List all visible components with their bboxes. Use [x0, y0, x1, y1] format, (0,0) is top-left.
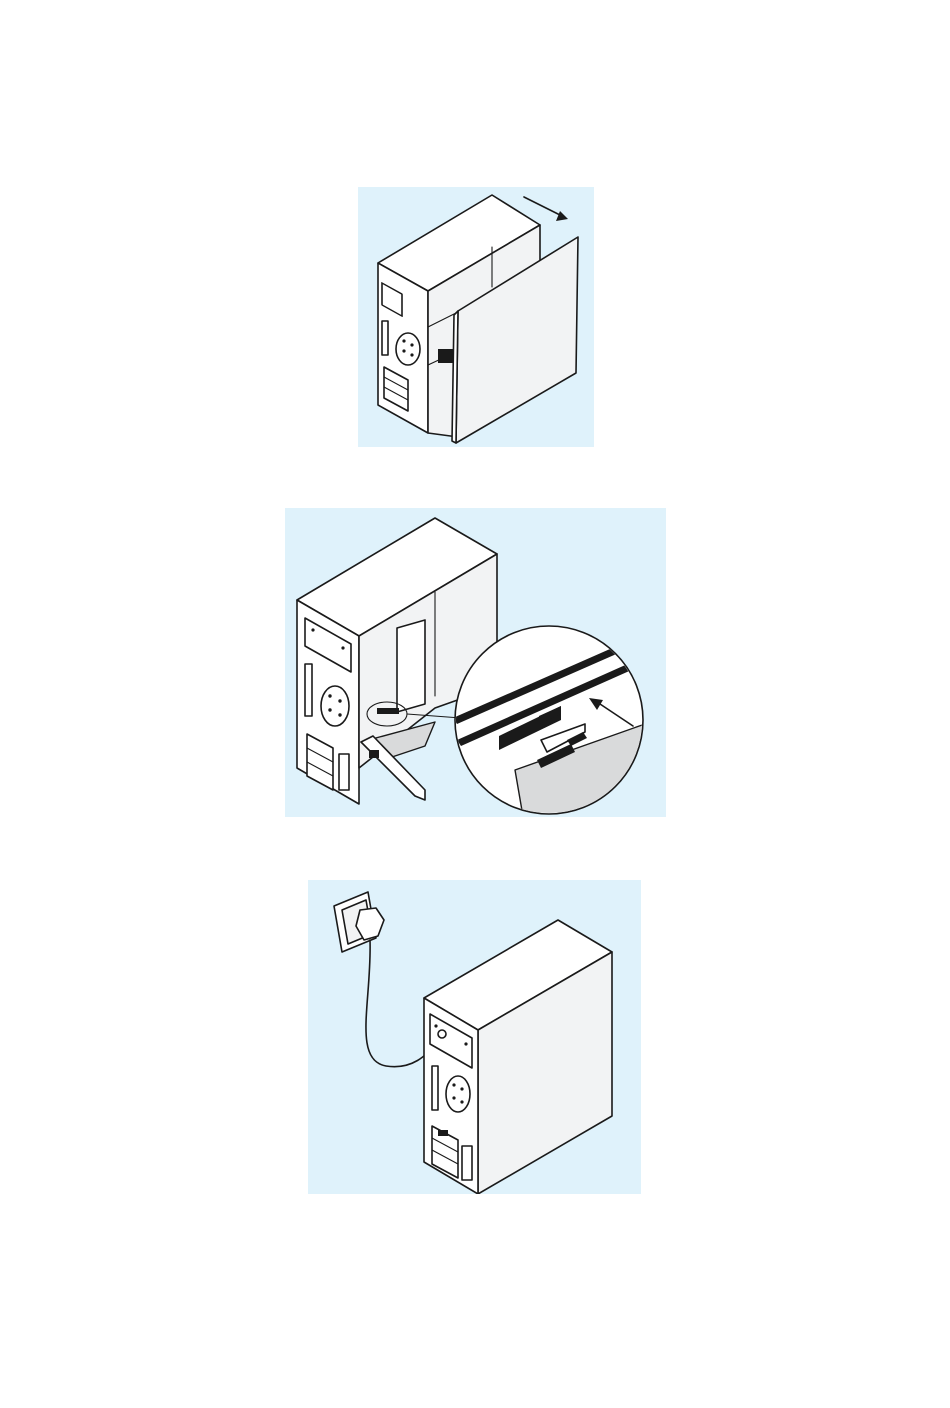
front-speaker [446, 1076, 470, 1112]
front-panel-plate [339, 754, 349, 790]
front-drive-slot [432, 1066, 438, 1110]
remove-side-panel-drawing [358, 187, 594, 447]
plug-power-drawing [308, 880, 641, 1194]
power-inlet [438, 1030, 446, 1038]
front-speaker [321, 686, 349, 726]
step-1-illustration [358, 187, 594, 447]
card-port [369, 750, 379, 758]
front-drive-slot [382, 321, 388, 355]
front-speaker [396, 333, 420, 365]
insert-card-drawing [285, 508, 666, 817]
pcie-slot-small [377, 708, 399, 714]
card-port [438, 1130, 448, 1136]
front-drive-slot [305, 664, 312, 716]
front-panel-plate [462, 1146, 472, 1180]
interior-bracket [397, 620, 425, 712]
step-2-illustration [285, 508, 666, 817]
step-3-illustration [308, 880, 641, 1194]
